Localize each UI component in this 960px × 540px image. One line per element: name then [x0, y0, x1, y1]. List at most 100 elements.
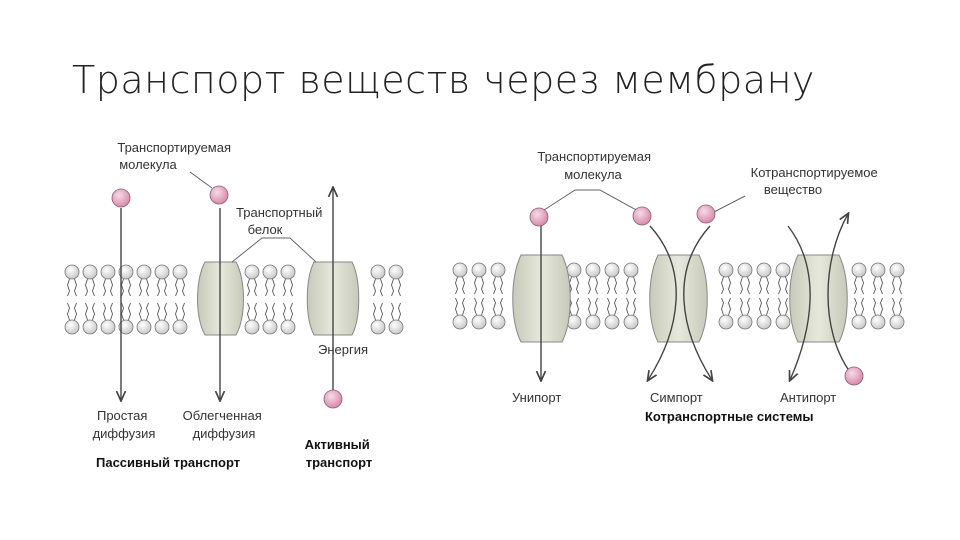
lipid-head — [136, 319, 152, 335]
label-symport: Симпорт — [650, 390, 703, 405]
lipid-tail — [740, 276, 743, 295]
antiport-arrow-up — [827, 214, 851, 373]
symport-arrow-2 — [683, 225, 712, 380]
lipid-head — [718, 314, 734, 330]
lipid-tail — [721, 276, 724, 295]
symport-arrow-1 — [648, 225, 677, 380]
lipid-tail — [128, 302, 131, 321]
label-energy: Энергия — [318, 342, 368, 357]
lipid-tail — [899, 276, 902, 295]
lipid-tail — [455, 297, 458, 316]
lipid-head — [851, 262, 867, 278]
lipid-tail — [854, 297, 857, 316]
lipid-tail — [778, 276, 781, 295]
lipid-tail — [785, 297, 788, 316]
antiport-arrow-down — [787, 225, 811, 380]
lipid-head — [154, 319, 170, 335]
lipid-tail — [247, 278, 250, 297]
lipid-head — [118, 264, 134, 280]
lipid-head — [490, 314, 506, 330]
label-transport-protein: Транспортный белок — [236, 205, 326, 237]
lipid-tail — [157, 302, 160, 321]
lipid-head — [585, 262, 601, 278]
lipid-head — [737, 314, 753, 330]
lipid-tail — [747, 297, 750, 316]
lipid-tail — [778, 297, 781, 316]
cotransport-molecules — [529, 204, 864, 386]
label-active-transport: Активный транспорт — [305, 437, 374, 470]
molecule-facilitated — [209, 185, 229, 205]
passive-arrows — [121, 171, 333, 400]
lipid-head — [370, 264, 386, 280]
lipid-tail — [892, 276, 895, 295]
lipid-tail — [380, 302, 383, 321]
cosubstance-leader — [713, 195, 746, 213]
lipid-tail — [861, 297, 864, 316]
lipid-head — [718, 262, 734, 278]
lipid-head — [262, 319, 278, 335]
lipid-tail — [283, 278, 286, 297]
lipid-head — [604, 314, 620, 330]
lipid-tail — [633, 297, 636, 316]
lipid-tail — [493, 276, 496, 295]
lipid-tail — [721, 297, 724, 316]
lipid-head — [623, 262, 639, 278]
lipid-tail — [785, 276, 788, 295]
lipid-tail — [373, 302, 376, 321]
lipid-tail — [493, 297, 496, 316]
lipid-tail — [759, 297, 762, 316]
lipid-tail — [157, 278, 160, 297]
passive-labels: Транспортируемая молекула Транспортный б… — [93, 140, 374, 470]
lipid-tail — [455, 276, 458, 295]
lipid-head — [244, 264, 260, 280]
lipid-tail — [626, 276, 629, 295]
label-passive-transport: Пассивный транспорт — [96, 455, 240, 470]
lipid-tail — [576, 276, 579, 295]
lipid-head — [452, 262, 468, 278]
lipid-head — [172, 264, 188, 280]
antiport-protein — [789, 254, 848, 343]
passive-proteins — [197, 261, 360, 336]
molecule-active — [323, 389, 343, 409]
label-simple-diffusion: Простая диффузия — [93, 408, 156, 441]
lipid-tail — [880, 297, 883, 316]
lipid-head — [566, 262, 582, 278]
lipid-tail — [74, 278, 77, 297]
lipid-tail — [873, 276, 876, 295]
lipid-tail — [74, 302, 77, 321]
lipid-tail — [85, 278, 88, 297]
lipid-head — [370, 319, 386, 335]
lipid-head — [280, 319, 296, 335]
lipid-head — [756, 262, 772, 278]
label-antiport: Антипорт — [780, 390, 836, 405]
lipid-tail — [474, 276, 477, 295]
lipid-tail — [766, 297, 769, 316]
lipid-tail — [633, 276, 636, 295]
lipid-head — [388, 264, 404, 280]
lipid-head — [889, 314, 905, 330]
lipid-tail — [103, 278, 106, 297]
lipid-tail — [182, 302, 185, 321]
lipid-head — [64, 319, 80, 335]
lipid-tail — [481, 297, 484, 316]
lipid-tail — [290, 302, 293, 321]
lipid-head — [244, 319, 260, 335]
cotransport-proteins — [512, 254, 848, 343]
label-cotransported-substance: Котранспортируемое вещество — [751, 165, 882, 197]
lipid-tail — [121, 278, 124, 297]
lipid-head — [870, 262, 886, 278]
lipid-tail — [614, 297, 617, 316]
lipid-tail — [766, 276, 769, 295]
lipid-head — [388, 319, 404, 335]
slide-title: Транспорт веществ через мембрану — [72, 58, 815, 102]
lipid-head — [585, 314, 601, 330]
lipid-tail — [595, 276, 598, 295]
lipid-head — [604, 262, 620, 278]
molecule-symport — [632, 206, 652, 226]
lipid-tail — [254, 302, 257, 321]
lipid-head — [64, 264, 80, 280]
cotransport-membrane — [452, 262, 905, 330]
label-transported-molecule-1: Транспортируемая молекула — [117, 140, 234, 172]
lipid-tail — [164, 302, 167, 321]
